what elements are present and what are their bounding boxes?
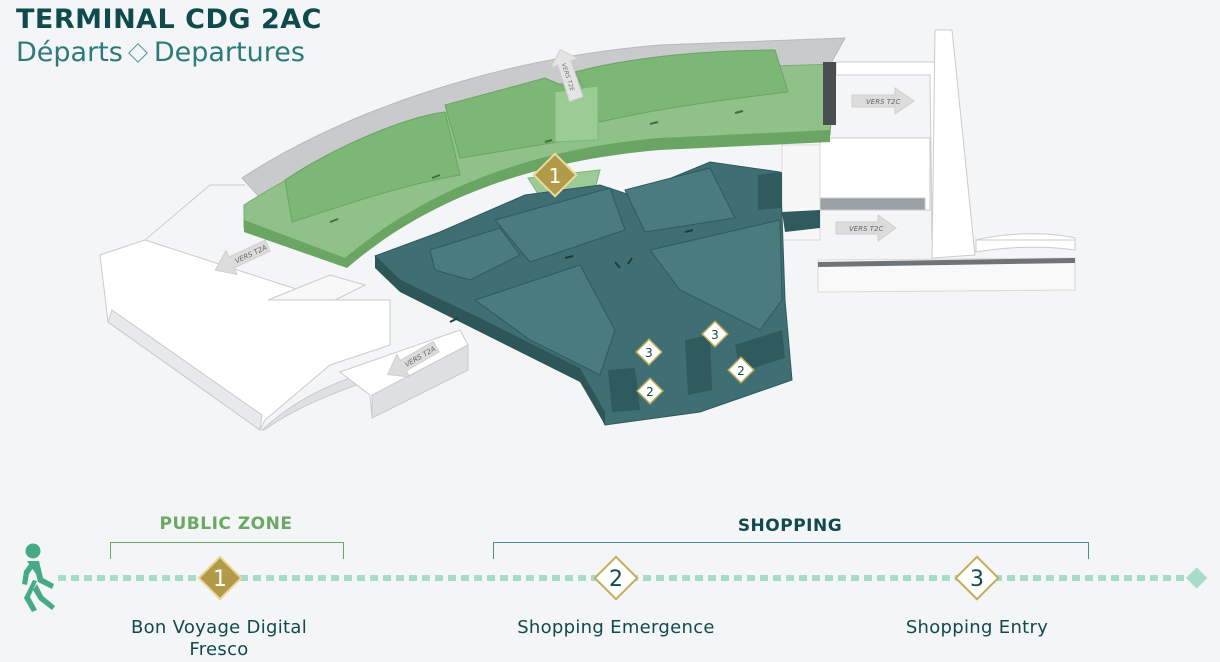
- arrow-vers-t2c-upper: VERS T2C: [851, 87, 915, 115]
- svg-text:3: 3: [645, 346, 653, 360]
- step-label-shopping-emergence: Shopping Emergence: [517, 617, 715, 638]
- step-label-shopping-entry: Shopping Entry: [905, 617, 1049, 638]
- map-marker-2a[interactable]: 2: [636, 377, 664, 405]
- svg-text:2: 2: [737, 364, 745, 378]
- svg-text:3: 3: [711, 328, 719, 342]
- svg-text:2: 2: [609, 567, 623, 592]
- zone-bracket-public: [110, 542, 344, 559]
- svg-text:1: 1: [549, 164, 562, 188]
- svg-text:VERS T2C: VERS T2C: [866, 98, 900, 106]
- walking-person-icon: [22, 543, 55, 612]
- page-subtitle: Départs Departures: [16, 37, 305, 68]
- subtitle-french: Départs: [16, 37, 123, 68]
- map-marker-1[interactable]: 1: [532, 152, 578, 198]
- map-marker-3b[interactable]: 3: [701, 320, 729, 348]
- zone-label-public: PUBLIC ZONE: [159, 514, 293, 534]
- arrow-vers-t2c-lower: VERS T2C: [835, 214, 897, 242]
- map-marker-3a[interactable]: 3: [635, 338, 663, 366]
- svg-text:1: 1: [213, 567, 227, 592]
- timeline-end-diamond-icon: [1186, 567, 1208, 589]
- timeline-step-3[interactable]: 3: [954, 555, 1000, 601]
- shopping-zone-area: [374, 161, 820, 426]
- zone-label-shopping: SHOPPING: [737, 516, 843, 536]
- timeline-step-1[interactable]: 1: [197, 555, 243, 601]
- svg-text:3: 3: [970, 567, 984, 592]
- page-title: TERMINAL CDG 2AC: [16, 4, 322, 35]
- step-label-bon-voyage: Bon Voyage Digital Fresco: [130, 617, 308, 660]
- map-marker-2b[interactable]: 2: [727, 356, 755, 384]
- subtitle-english: Departures: [153, 37, 305, 68]
- zone-bracket-shopping: [493, 542, 1089, 559]
- public-zone-area: [243, 49, 836, 268]
- svg-text:2: 2: [646, 385, 654, 399]
- svg-text:VERS T2C: VERS T2C: [849, 225, 883, 233]
- timeline-step-2[interactable]: 2: [593, 555, 639, 601]
